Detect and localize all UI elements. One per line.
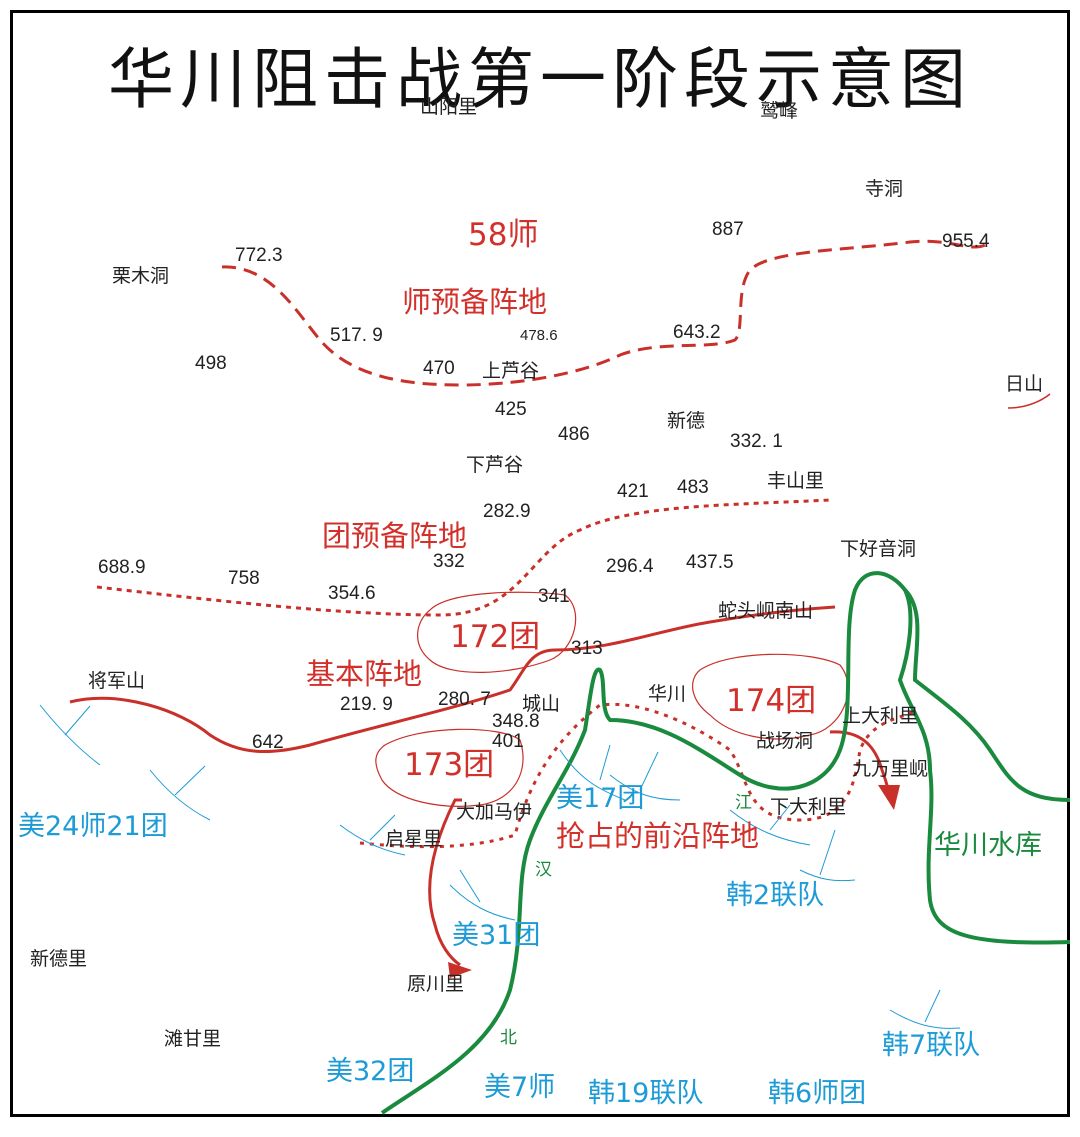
label-us24-21: 美24师21团	[18, 811, 168, 842]
regiment-reserve-line	[96, 498, 831, 617]
place-xiahaoyindong: 下好音洞	[840, 538, 917, 560]
map-drawing	[10, 10, 1070, 1117]
label-reservoir: 华川水库	[934, 830, 1042, 861]
elevation-282-9: 282.9	[483, 501, 531, 522]
label-river-han: 汉	[535, 860, 552, 880]
enemy-fan-1	[39, 704, 101, 766]
elevation-887: 887	[712, 219, 744, 240]
label-regiment-172: 172团	[450, 619, 541, 655]
elevation-421: 421	[617, 481, 649, 502]
place-jiuwanli: 九万里岘	[852, 758, 929, 780]
rishan-arc	[1007, 393, 1051, 409]
enemy-fan-5	[559, 744, 626, 801]
reg174-zone	[692, 653, 849, 740]
place-tanganli: 滩甘里	[164, 1028, 222, 1050]
label-rok19: 韩19联队	[588, 1078, 704, 1109]
elevation-219-9: 219. 9	[340, 694, 393, 715]
place-rishan: 日山	[1005, 373, 1044, 395]
elevation-478-6: 478.6	[520, 327, 558, 344]
elevation-437-5: 437.5	[686, 552, 734, 573]
elevation-296-4: 296.4	[606, 556, 654, 577]
place-qixingli: 启星里	[385, 828, 443, 850]
label-division-58: 58师	[468, 217, 539, 253]
elevation-341: 341	[538, 586, 570, 607]
label-us31: 美31团	[452, 920, 541, 951]
enemy-fan-8	[799, 829, 856, 882]
label-us7: 美7师	[484, 1072, 556, 1103]
division-reserve-line	[221, 239, 986, 387]
label-river-bei: 北	[500, 1028, 517, 1048]
label-basic-position: 基本阵地	[306, 657, 423, 691]
place-xindeli: 新德里	[30, 948, 88, 970]
elevation-425: 425	[495, 399, 527, 420]
place-chengshan: 城山	[522, 693, 561, 715]
enemy-symbols	[39, 704, 961, 1029]
place-sidong: 寺洞	[865, 178, 904, 200]
label-forward-position: 抢占的前沿阵地	[556, 819, 760, 853]
place-zhanchangdong: 战场洞	[756, 730, 814, 752]
elevation-517-9: 517. 9	[330, 325, 383, 346]
map-title: 华川阻击战第一阶段示意图	[108, 41, 972, 118]
place-yuanchuanli: 原川里	[407, 973, 465, 995]
elevation-401: 401	[492, 731, 524, 752]
elevation-354-6: 354.6	[328, 583, 376, 604]
place-shangdalili: 上大利里	[842, 705, 919, 727]
place-shanglugu: 上芦谷	[482, 360, 540, 382]
place-huachuan: 华川	[648, 683, 687, 705]
map-border	[10, 10, 1070, 1117]
label-regiment-174: 174团	[726, 683, 817, 719]
place-jiangjunshan: 将军山	[88, 670, 146, 692]
place-limudong: 栗木洞	[112, 265, 170, 287]
elevation-498: 498	[195, 353, 227, 374]
elevation-483: 483	[677, 477, 709, 498]
attack-arrowhead-174	[878, 785, 900, 810]
place-xialugu: 下芦谷	[466, 454, 524, 476]
elevation-758: 758	[228, 568, 260, 589]
basic-position-line	[69, 605, 836, 753]
label-us17: 美17团	[556, 783, 645, 814]
map-frame: 华川阻击战第一阶段示意图 山阳里 鹫峰 寺洞 栗木洞 上芦谷 新德 下芦谷 丰山…	[10, 10, 1070, 1117]
elevation-772-3: 772.3	[235, 245, 283, 266]
place-dajiamayi: 大加马伊	[456, 801, 533, 823]
label-us32: 美32团	[326, 1056, 415, 1087]
label-rok7: 韩7联队	[882, 1030, 981, 1061]
elevation-642: 642	[252, 732, 284, 753]
label-division-reserve: 师预备阵地	[402, 285, 548, 319]
elevation-486: 486	[558, 424, 590, 445]
elevation-643-2: 643.2	[673, 322, 721, 343]
place-fengshanli: 丰山里	[767, 470, 825, 492]
elevation-280-7: 280. 7	[438, 689, 491, 710]
forward-position-line	[359, 702, 916, 849]
river-bei-han	[380, 571, 1070, 1115]
enemy-fan-9	[889, 989, 961, 1029]
enemy-fan-6	[609, 751, 681, 801]
label-rok6: 韩6师团	[768, 1078, 867, 1109]
place-shanyangli: 山阳里	[420, 96, 478, 118]
label-river-jiang: 江	[735, 793, 752, 813]
enemy-fan-3	[339, 814, 406, 856]
elevation-688-9: 688.9	[98, 557, 146, 578]
place-lufeng: 鹫峰	[760, 100, 799, 122]
reg173-zone	[375, 728, 524, 807]
elevation-348-8: 348.8	[492, 711, 540, 732]
enemy-fan-2	[149, 765, 211, 821]
attack-arrow-173	[428, 799, 461, 967]
elevation-332: 332	[433, 551, 465, 572]
elevation-332-1: 332. 1	[730, 431, 783, 452]
reg172-zone	[417, 591, 577, 673]
place-xiadalili: 下大利里	[770, 796, 847, 818]
label-regiment-reserve: 团预备阵地	[322, 519, 468, 553]
place-xiade: 新德	[667, 410, 706, 432]
enemy-fan-7	[729, 804, 811, 846]
attack-arrowhead-173	[448, 962, 472, 978]
elevation-470: 470	[423, 358, 455, 379]
reservoir-east-bank	[903, 588, 1070, 802]
enemy-fan-4	[449, 869, 516, 921]
label-regiment-173: 173团	[404, 747, 495, 783]
elevation-955-4: 955.4	[942, 231, 990, 252]
label-rok2: 韩2联队	[726, 880, 825, 911]
place-sheshan: 蛇头岘南山	[718, 600, 814, 622]
elevation-313: 313	[571, 638, 603, 659]
